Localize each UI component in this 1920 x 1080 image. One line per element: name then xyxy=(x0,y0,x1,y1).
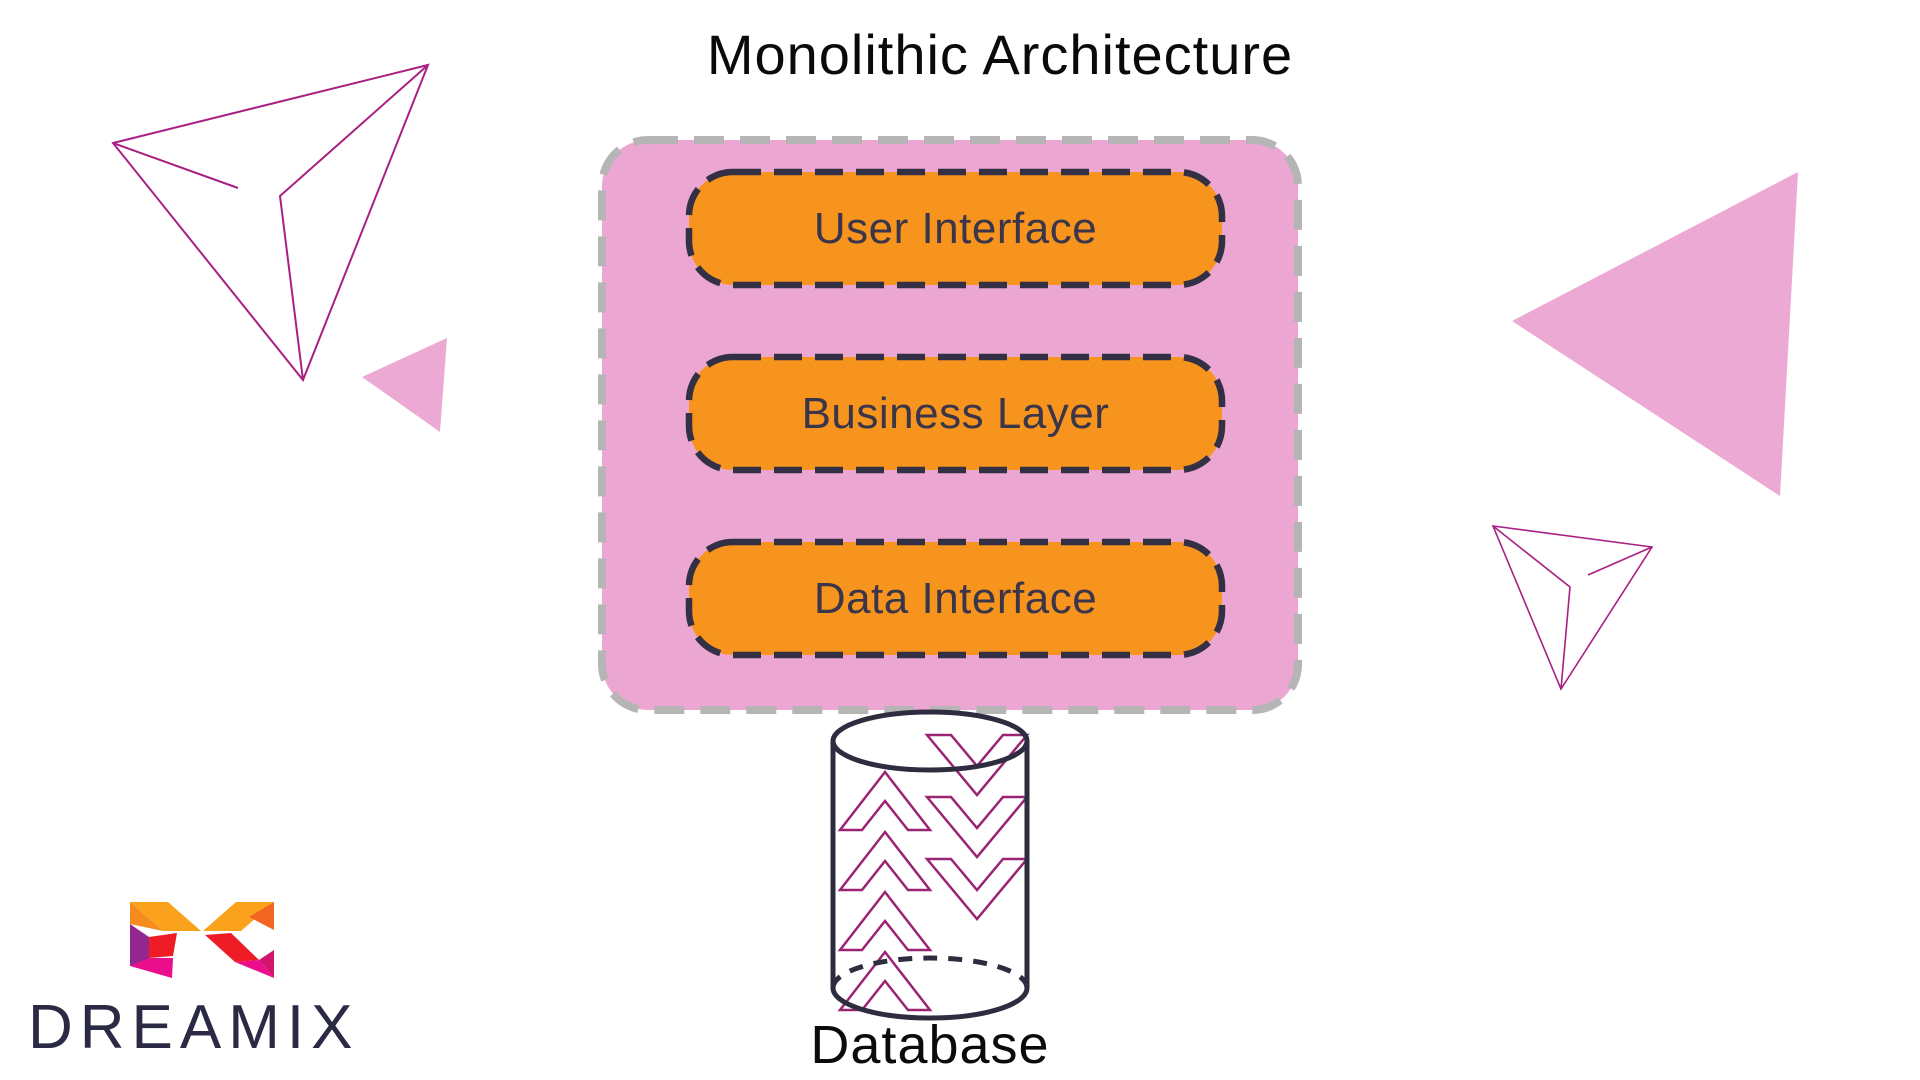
database-cylinder-icon xyxy=(830,709,1030,1021)
dreamix-wordmark: DREAMIX xyxy=(28,993,360,1062)
dreamix-faceted-x-icon xyxy=(130,902,274,978)
wireframe-tetrahedron-right-icon xyxy=(1491,525,1654,691)
layer-pill-user-interface-shape xyxy=(685,168,1226,289)
layer-label-business-layer: Business Layer xyxy=(801,388,1110,438)
layer-label-data-interface: Data Interface xyxy=(813,573,1098,623)
wireframe-tetrahedron-top-left-icon xyxy=(111,63,430,382)
database-label: Database xyxy=(810,1015,1050,1075)
pink-triangle-small-left-icon xyxy=(362,338,447,432)
pink-triangle-large-right-icon xyxy=(1512,172,1798,496)
chevron-pattern xyxy=(837,733,1030,1012)
layer-pill-data-interface-shape xyxy=(685,538,1226,659)
page-title: Monolithic Architecture xyxy=(706,23,1294,86)
layer-pill-business-layer-shape xyxy=(685,353,1226,474)
layer-label-user-interface: User Interface xyxy=(813,203,1098,253)
